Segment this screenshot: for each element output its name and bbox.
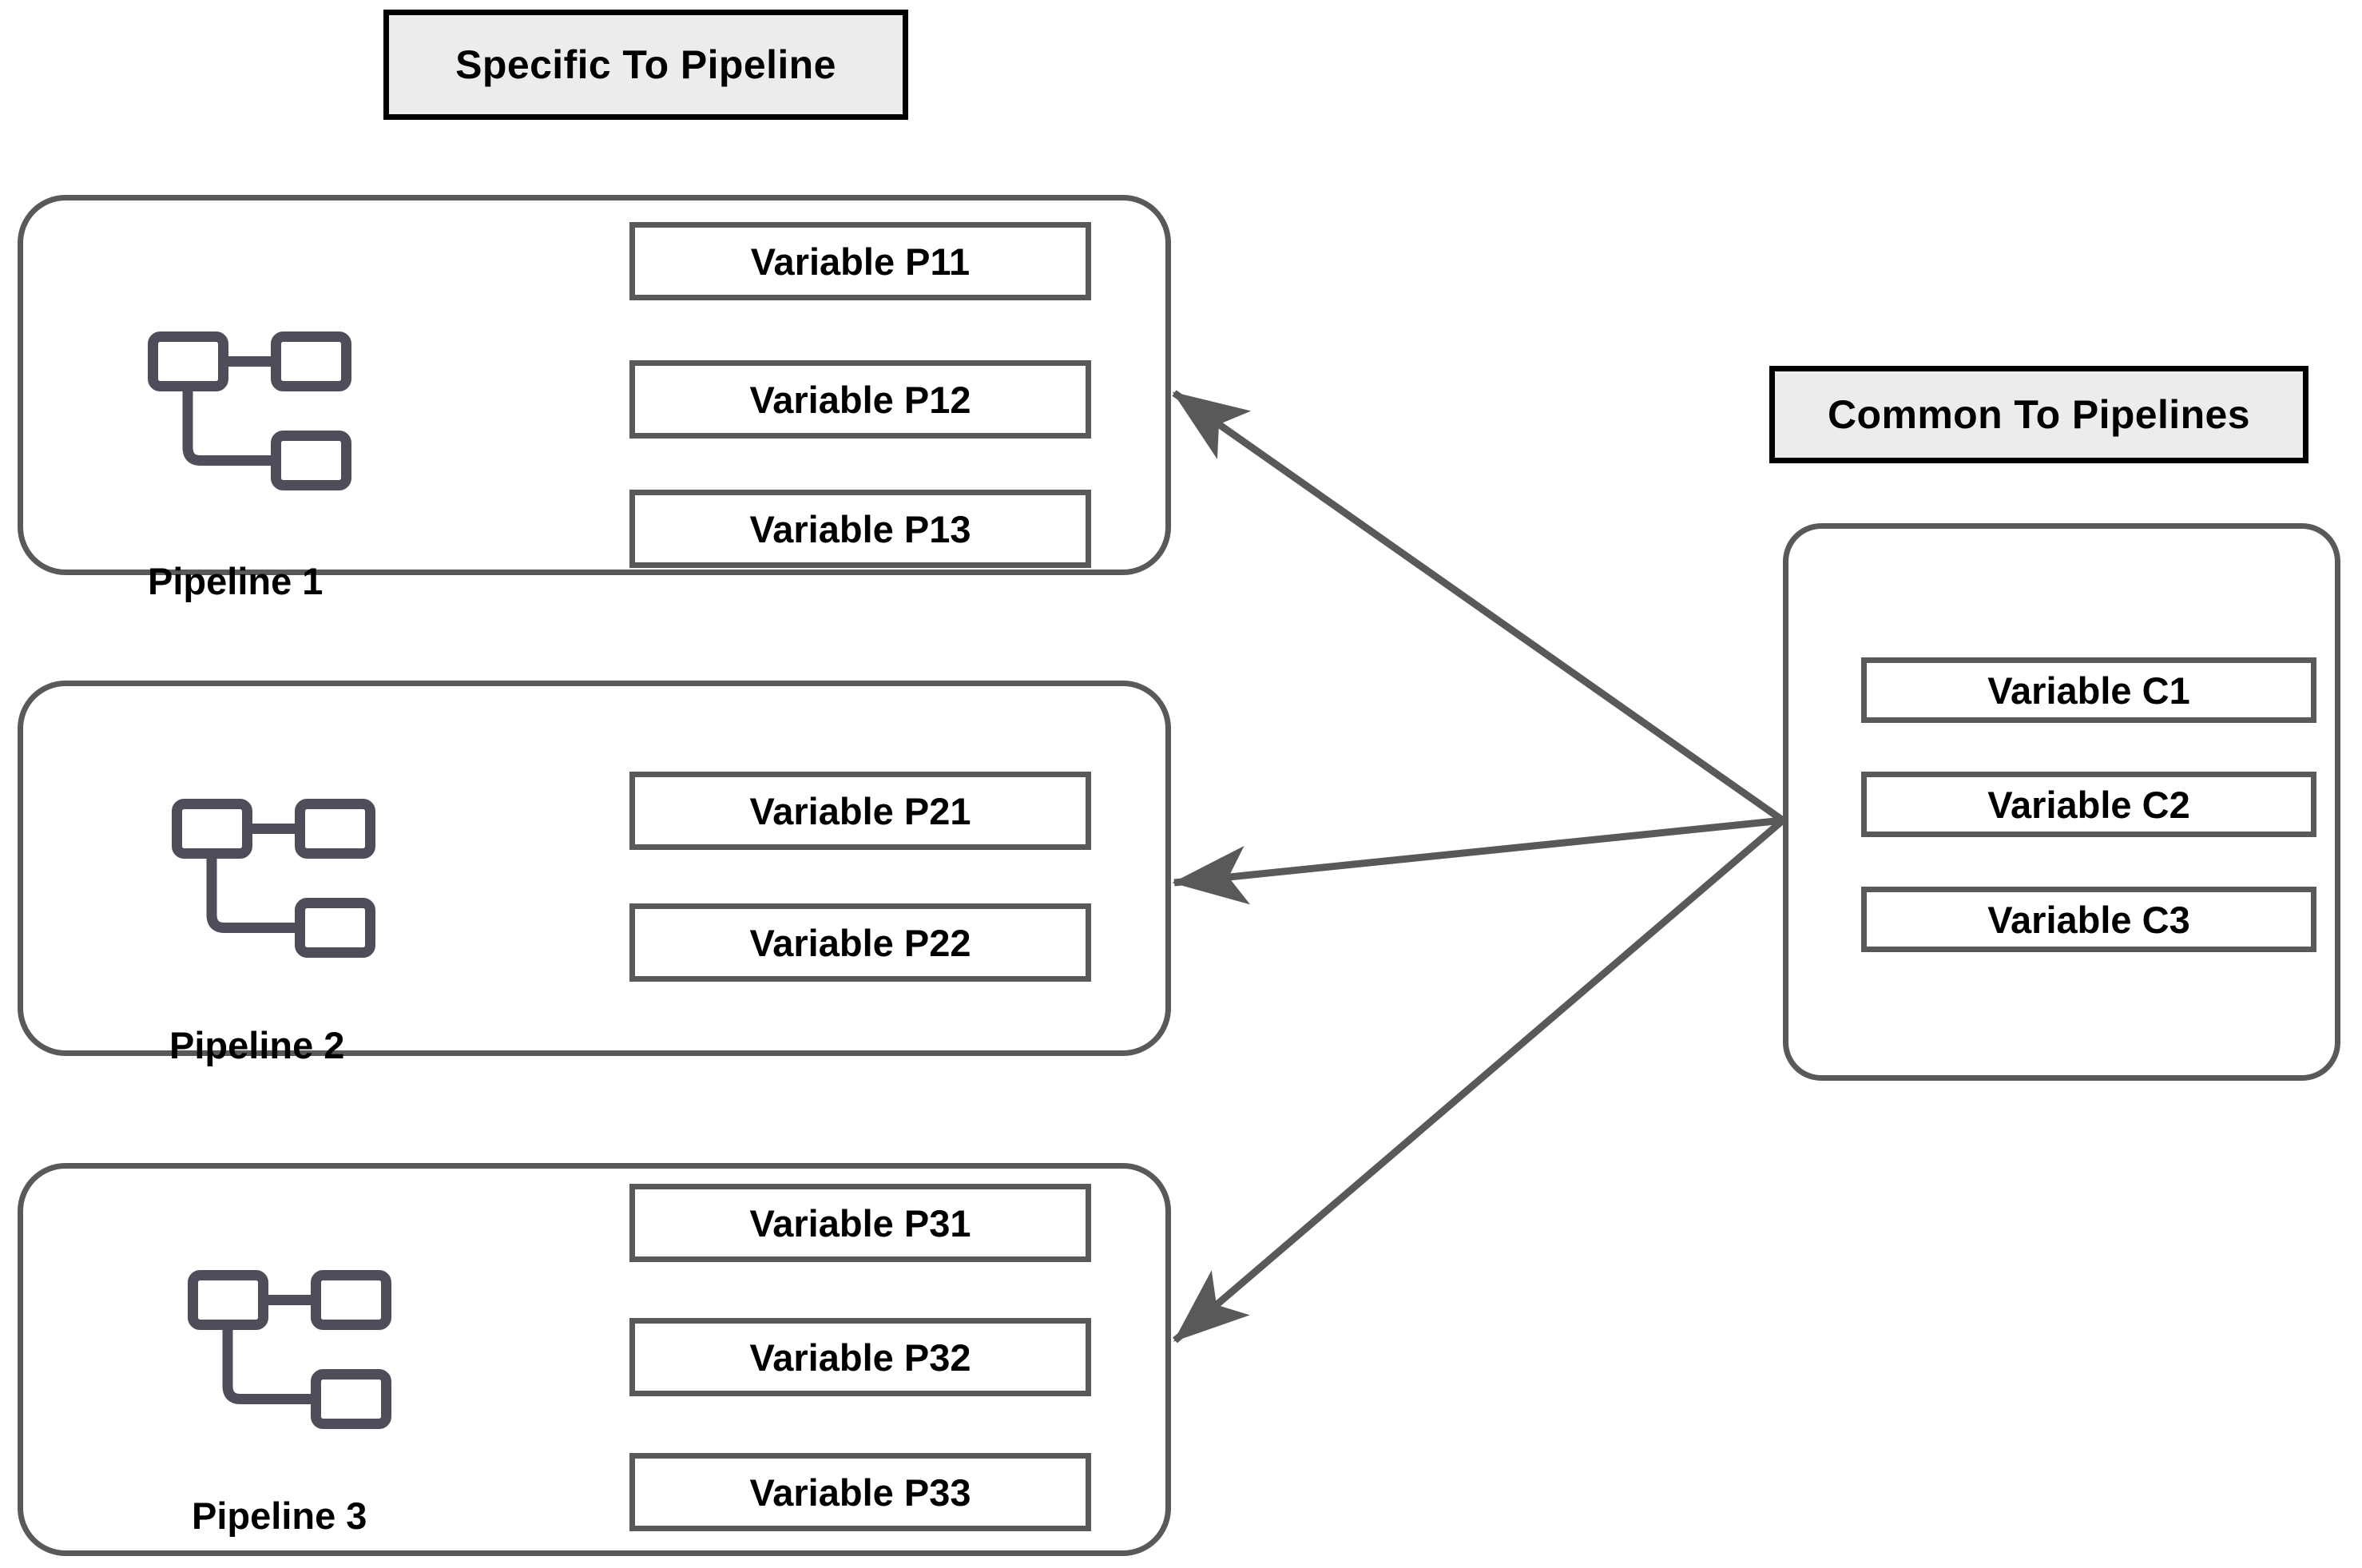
variable-label-p33: Variable P33: [749, 1471, 971, 1514]
variable-box-p13: Variable P13: [629, 490, 1091, 568]
header-specific-label: Specific To Pipeline: [455, 42, 836, 87]
variable-label-c1: Variable C1: [1987, 669, 2190, 712]
header-specific-to-pipeline: Specific To Pipeline: [383, 10, 908, 120]
pipeline-nodes-icon: [172, 799, 375, 958]
variable-label-p32: Variable P32: [749, 1336, 971, 1379]
variable-box-p22: Variable P22: [629, 903, 1091, 982]
variable-box-p33: Variable P33: [629, 1453, 1091, 1531]
variable-label-p21: Variable P21: [749, 789, 971, 832]
variable-box-c2: Variable C2: [1861, 772, 2316, 837]
pipeline-nodes-icon: [148, 331, 351, 490]
header-common-label: Common To Pipelines: [1828, 392, 2250, 437]
pipeline-name-2: Pipeline 2: [169, 1024, 345, 1066]
pipeline-nodes-icon: [188, 1270, 391, 1429]
arrow-common-to-pipeline-3: [1173, 817, 1785, 1344]
variable-box-p31: Variable P31: [629, 1184, 1091, 1262]
variable-label-p12: Variable P12: [749, 378, 971, 421]
variable-label-p31: Variable P31: [749, 1201, 971, 1244]
variable-box-p12: Variable P12: [629, 360, 1091, 439]
header-common-to-pipelines: Common To Pipelines: [1769, 366, 2308, 463]
arrow-common-to-pipeline-1: [1172, 390, 1785, 824]
variable-label-c3: Variable C3: [1987, 898, 2190, 941]
pipeline-name-1: Pipeline 1: [148, 560, 324, 602]
variable-box-c1: Variable C1: [1861, 657, 2316, 723]
pipeline-name-3: Pipeline 3: [192, 1495, 367, 1537]
variable-label-p13: Variable P13: [749, 507, 971, 550]
arrow-common-to-pipeline-2: [1172, 816, 1784, 905]
variable-label-p22: Variable P22: [749, 921, 971, 964]
variable-box-p21: Variable P21: [629, 772, 1091, 850]
variable-box-c3: Variable C3: [1861, 887, 2316, 952]
variable-box-p32: Variable P32: [629, 1318, 1091, 1396]
variable-label-c2: Variable C2: [1987, 783, 2190, 826]
variable-label-p11: Variable P11: [750, 240, 971, 283]
variable-box-p11: Variable P11: [629, 222, 1091, 300]
